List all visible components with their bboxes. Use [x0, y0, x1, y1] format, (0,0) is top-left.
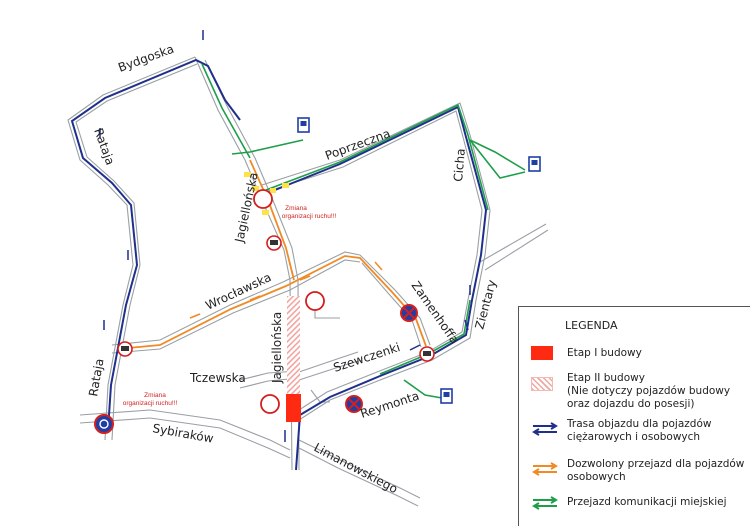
street-label-bydgoska: Bydgoska	[116, 42, 176, 75]
legend-public-transport-arrows-icon	[532, 496, 558, 510]
legend-detour-arrows-icon	[532, 422, 558, 436]
roundabout-sign-icon	[94, 414, 114, 434]
street-label-jagiellonska-north: Jagiellońska	[232, 171, 261, 245]
legend-title: LEGENDA	[565, 319, 618, 332]
no-entry-sign-icon	[305, 291, 325, 311]
yellow-markers	[244, 172, 289, 215]
no-stopping-sign-icon	[345, 395, 363, 413]
orange-arrows	[189, 261, 383, 319]
legend-panel: LEGENDA Etap I budowy Etap II budowy (Ni…	[518, 306, 750, 526]
traffic-change-note-north-line1: Zmiana	[285, 205, 307, 212]
street-label-rataja-north: Rataja	[91, 126, 117, 167]
legend-public-transport-label: Przejazd komunikacji miejskiej	[567, 496, 727, 508]
legend-stage2-swatch	[531, 377, 553, 391]
street-label-rataja-south: Rataja	[86, 357, 106, 397]
street-label-reymonta: Reymonta	[359, 389, 421, 421]
no-entry-sign-icon	[253, 189, 273, 209]
legend-allowed-line2: osobowych	[567, 471, 626, 483]
public-transport-route	[201, 63, 526, 399]
bus-stop-sign-icon	[440, 388, 453, 404]
bus-stop-sign-icon	[297, 117, 310, 133]
stage2-area	[287, 296, 300, 394]
legend-stage2-line3: oraz dojazdu do posesji)	[567, 398, 695, 410]
traffic-change-note-north-line2: organizacji ruchu!!!	[282, 213, 337, 220]
direction-arrows	[99, 30, 471, 442]
legend-stage2-line2: (Nie dotyczy pojazdów budowy	[567, 385, 731, 397]
street-label-jagiellonska-south: Jagiellońska	[270, 312, 284, 384]
truck-sign-icon	[117, 341, 133, 357]
legend-allowed-line1: Dozwolony przejazd dla pojazdów	[567, 458, 745, 470]
street-label-cicha: Cicha	[451, 148, 468, 182]
street-label-zientary: Zientary	[472, 278, 499, 331]
street-label-tczewska: Tczewska	[189, 371, 246, 385]
bus-stop-sign-icon	[528, 156, 541, 172]
truck-sign-icon	[419, 346, 435, 362]
stage1-area	[286, 394, 301, 422]
legend-stage1-label: Etap I budowy	[567, 347, 642, 359]
no-stopping-sign-icon	[400, 304, 418, 322]
street-label-limanowskiego: Limanowskiego	[312, 440, 400, 496]
traffic-change-note-west-line1: Zmiana	[144, 392, 166, 399]
truck-sign-icon	[266, 235, 282, 251]
street-label-sybirakow: Sybiraków	[151, 421, 214, 446]
legend-detour-line1: Trasa objazdu dla pojazdów	[567, 418, 712, 430]
traffic-change-note-west-line2: organizacji ruchu!!!	[123, 400, 178, 407]
legend-detour-line2: ciężarowych i osobowych	[567, 431, 701, 443]
legend-stage2-line1: Etap II budowy	[567, 372, 645, 384]
no-entry-sign-icon	[260, 394, 280, 414]
legend-allowed-arrows-icon	[532, 462, 558, 476]
legend-stage1-swatch	[531, 346, 553, 360]
